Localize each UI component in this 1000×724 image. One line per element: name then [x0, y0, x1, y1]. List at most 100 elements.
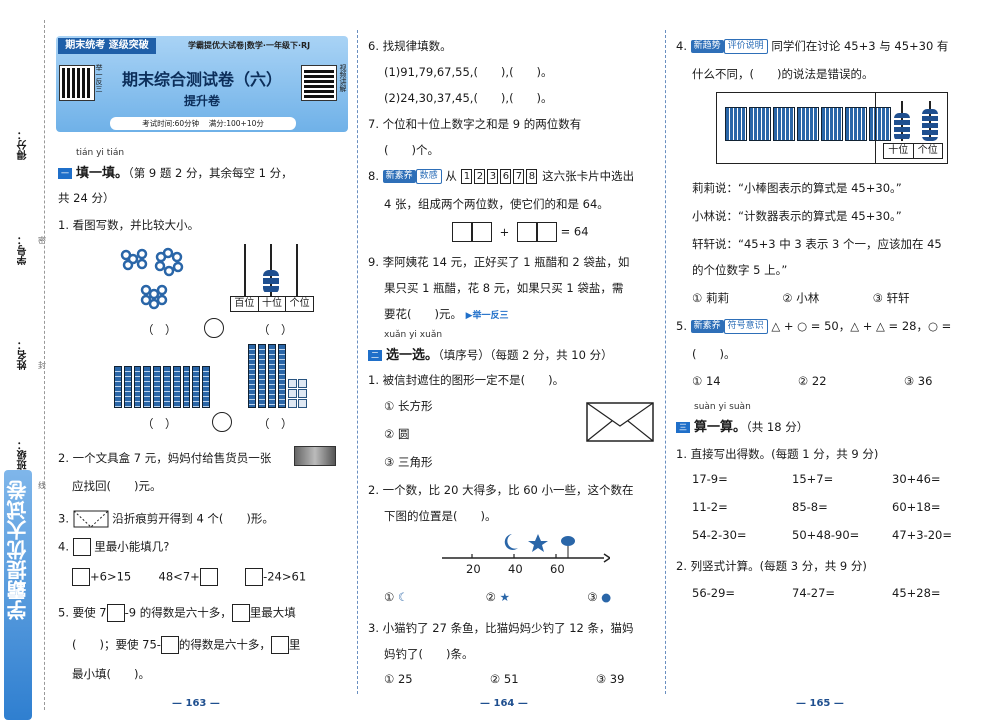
q5-text-d[interactable]: ( )；要使 75- [72, 637, 161, 652]
q5-box-4[interactable] [270, 636, 289, 654]
c3-q5-tag-new: 新素养 [690, 320, 724, 333]
sec1-heading: 一填一填。（第 9 题 2 分，其余每空 1 分， [58, 162, 293, 181]
q3-number: 3. [58, 511, 69, 526]
c2-item[interactable]: 74-27= [792, 586, 836, 600]
s3-opt3[interactable]: ③ 39 [595, 672, 625, 686]
q8-card: 1 [461, 169, 473, 184]
q5-box-2[interactable] [231, 604, 250, 622]
q3-row: 3. 沿折痕剪开得到 4 个( )形。 [58, 510, 274, 528]
page-number-163: — 163 — [172, 698, 220, 709]
cube-stack-figure [114, 366, 210, 410]
q4-item1: +6>15 [90, 569, 132, 584]
q1-answer-left-2[interactable]: （ ） [142, 417, 177, 431]
s2-opt1[interactable]: ① [384, 590, 395, 604]
fold-mark-1: 密 [38, 236, 46, 245]
c3-q4-opt2[interactable]: ② 小林 [782, 291, 820, 305]
q8-box[interactable] [536, 222, 557, 242]
compare-circle-2[interactable] [212, 412, 232, 432]
q8-box[interactable] [472, 222, 492, 242]
c1-item[interactable]: 15+7= [792, 472, 834, 486]
s3-opt1[interactable]: ① 25 [384, 672, 413, 686]
q9-text-3: 要花( )元。 ▶举一反三 [384, 306, 509, 322]
c3-q5-row: 5. 新素养符号意识 △ + ○ = 50，△ + △ = 28，○ = [676, 318, 951, 334]
q6-sub2[interactable]: (2)24,30,37,45,( ),( )。 [384, 91, 553, 105]
s2-opt2[interactable]: ② [485, 590, 496, 604]
abacus-ones-label: 个位 [917, 145, 938, 156]
q5-line3[interactable]: 最小填( )。 [72, 667, 150, 681]
c1-item[interactable]: 54-2-30= [692, 528, 747, 542]
c3-q5-opt2[interactable]: ② 22 [797, 374, 827, 388]
sec3-title: 算一算。 [694, 420, 747, 435]
q6-sub1[interactable]: (1)91,79,67,55,( ),( )。 [384, 65, 553, 79]
c1-text: 1. 直接写出得数。(每题 1 分，共 9 分) [676, 447, 879, 461]
abacus-tens-label: 十位 [884, 144, 914, 158]
s1-opt3[interactable]: ③ 三角形 [384, 455, 433, 469]
c1-item[interactable]: 17-9= [692, 472, 728, 486]
spine-dashed-line [44, 20, 45, 710]
rod-figure [248, 344, 307, 408]
q1-answer-right[interactable]: （ ） [258, 323, 293, 337]
q8-card: 7 [513, 169, 525, 184]
c3-q4-opt3[interactable]: ③ 轩轩 [872, 291, 910, 305]
q2-text: 2. 一个文具盒 7 元，妈妈付给售货员一张 [58, 451, 272, 465]
q3-text[interactable]: 沿折痕剪开得到 4 个( )形。 [112, 511, 274, 526]
s2-tick-40: 40 [508, 562, 523, 576]
q5-box-1[interactable] [106, 604, 125, 622]
c2-item[interactable]: 45+28= [892, 586, 941, 600]
q7-text-2[interactable]: ( )个。 [384, 143, 439, 157]
q1-text: 1. 看图写数，并比较大小。 [58, 218, 200, 232]
header-banner: 期末统考 逐级突破 [58, 38, 156, 54]
c3-q4-tag-sub: 评价说明 [723, 39, 768, 54]
q8-box[interactable] [516, 222, 537, 242]
section-icon: 一 [58, 168, 72, 179]
c3-q5-number: 5. [676, 319, 687, 333]
compare-circle-1[interactable] [204, 318, 224, 338]
c1-item[interactable]: 85-8= [792, 500, 828, 514]
star-icon: ★ [499, 590, 510, 604]
c1-item[interactable]: 50+48-90= [792, 528, 860, 542]
c1-item[interactable]: 47+3-20= [892, 528, 953, 542]
c3-q4-opt1[interactable]: ① 莉莉 [692, 291, 729, 305]
s2-tick-60: 60 [550, 562, 565, 576]
q1-answer-left[interactable]: （ ） [142, 323, 177, 337]
q4-item3-box[interactable] [245, 568, 264, 586]
brand-strip [4, 470, 32, 720]
q8-text-2: 4 张，组成两个两位数，使它们的和是 64。 [384, 197, 609, 211]
q9-answer[interactable]: 要花( )元。 [384, 307, 462, 321]
c3-q5-opt3[interactable]: ③ 36 [903, 374, 933, 388]
s1-opt1[interactable]: ① 长方形 [384, 399, 433, 413]
header-info-bar: 考试时间:60分钟 满分:100+10分 [110, 117, 296, 130]
q5-box-3[interactable] [160, 636, 179, 654]
fold-mark-2: 封 [38, 361, 46, 370]
s2-opt3[interactable]: ③ [587, 590, 598, 604]
q8-box[interactable] [452, 222, 472, 242]
c1-item[interactable]: 60+18= [892, 500, 941, 514]
q9-link[interactable]: ▶举一反三 [465, 311, 509, 321]
exam-title: 期末综合测试卷（六） [121, 70, 282, 89]
q4-item2-box[interactable] [199, 568, 218, 586]
place-labels: 百位 十位 个位 [230, 296, 314, 312]
c1-item[interactable]: 30+46= [892, 472, 941, 486]
c3-q4-text-2[interactable]: 什么不同，( )的说法是错误的。 [692, 67, 874, 81]
q2-text-2[interactable]: 应找回( )元。 [72, 479, 162, 493]
envelope-figure [586, 402, 654, 442]
q8-equation: + = 64 [452, 222, 589, 242]
q4-items: +6>15 48<7+ -24>61 [72, 568, 306, 586]
c1-item[interactable]: 11-2= [692, 500, 728, 514]
c3-q5-options: ① 14 ② 22 ③ 36 [692, 374, 932, 388]
c2-item[interactable]: 56-29= [692, 586, 736, 600]
s2-text-1: 2. 一个数，比 20 大得多，比 60 小一些，这个数在 [368, 483, 634, 497]
c3-q5-opt1[interactable]: ① 14 [692, 374, 721, 388]
q1-answer-right-2[interactable]: （ ） [258, 417, 293, 431]
s1-opt2[interactable]: ② 圆 [384, 427, 410, 441]
c1-grid: 17-9= 15+7= 30+46= 11-2= 85-8= 60+18= 54… [692, 472, 962, 542]
s3-opt2[interactable]: ② 51 [489, 672, 519, 686]
id-label: 学号： [18, 235, 29, 265]
sec2-note: （填序号）（每题 2 分，共 10 分） [438, 348, 613, 362]
sec1-note2: 共 24 分） [58, 191, 115, 205]
q8-from: 从 [445, 169, 457, 183]
q4-item1-box[interactable] [72, 568, 90, 586]
c3-q4-lili: 莉莉说：“小棒图表示的算式是 45+30。” [692, 181, 902, 195]
c3-q5-text-2[interactable]: ( )。 [692, 347, 736, 361]
